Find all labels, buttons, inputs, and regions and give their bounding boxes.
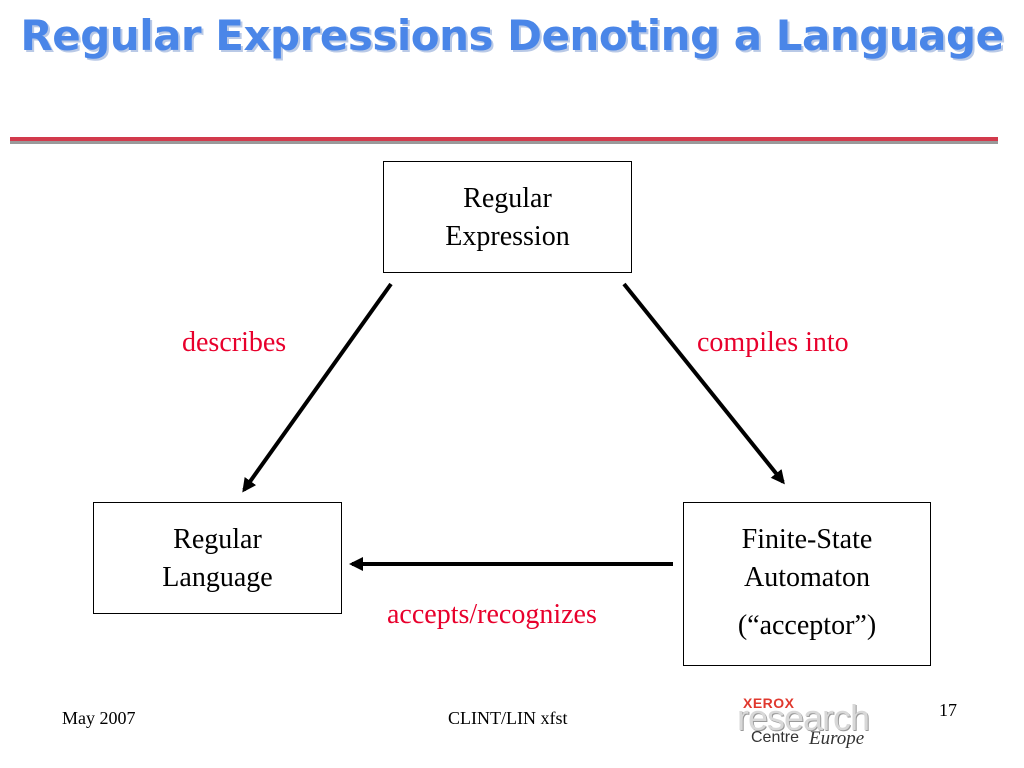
xerox-research-logo: research XEROX Centre Europe <box>737 695 897 755</box>
node-regular-language: Regular Language <box>93 502 342 614</box>
logo-xerox-text: XEROX <box>743 695 795 711</box>
title-divider-red <box>10 137 998 141</box>
logo-europe-text: Europe <box>809 728 865 749</box>
node-finite-state-automaton: Finite-State Automaton (“acceptor”) <box>683 502 931 666</box>
arrow-describes <box>242 282 393 493</box>
logo-centre-text: Centre <box>751 729 800 746</box>
node-label: (“acceptor”) <box>737 610 877 641</box>
arrow-compiles-into <box>622 282 785 485</box>
node-label: Expression <box>445 221 570 252</box>
node-label: Finite-State <box>741 524 873 555</box>
footer-center-text: CLINT/LIN xfst <box>448 708 568 728</box>
node-label: Regular <box>463 183 552 214</box>
node-regular-expression: Regular Expression <box>383 161 632 273</box>
footer-date: May 2007 <box>62 708 136 728</box>
page-number: 17 <box>939 700 957 720</box>
edge-label-accepts: accepts/recognizes <box>387 599 597 630</box>
node-label: Automaton <box>744 562 870 593</box>
edge-label-describes: describes <box>182 327 287 358</box>
node-label: Regular <box>173 524 262 555</box>
node-label: Language <box>162 562 273 593</box>
logo-research-text: research <box>737 697 870 738</box>
slide-title: Regular Expressions Denoting a Language <box>20 11 1004 60</box>
edge-label-compiles-into: compiles into <box>697 327 849 358</box>
title-divider-gray <box>10 141 998 144</box>
